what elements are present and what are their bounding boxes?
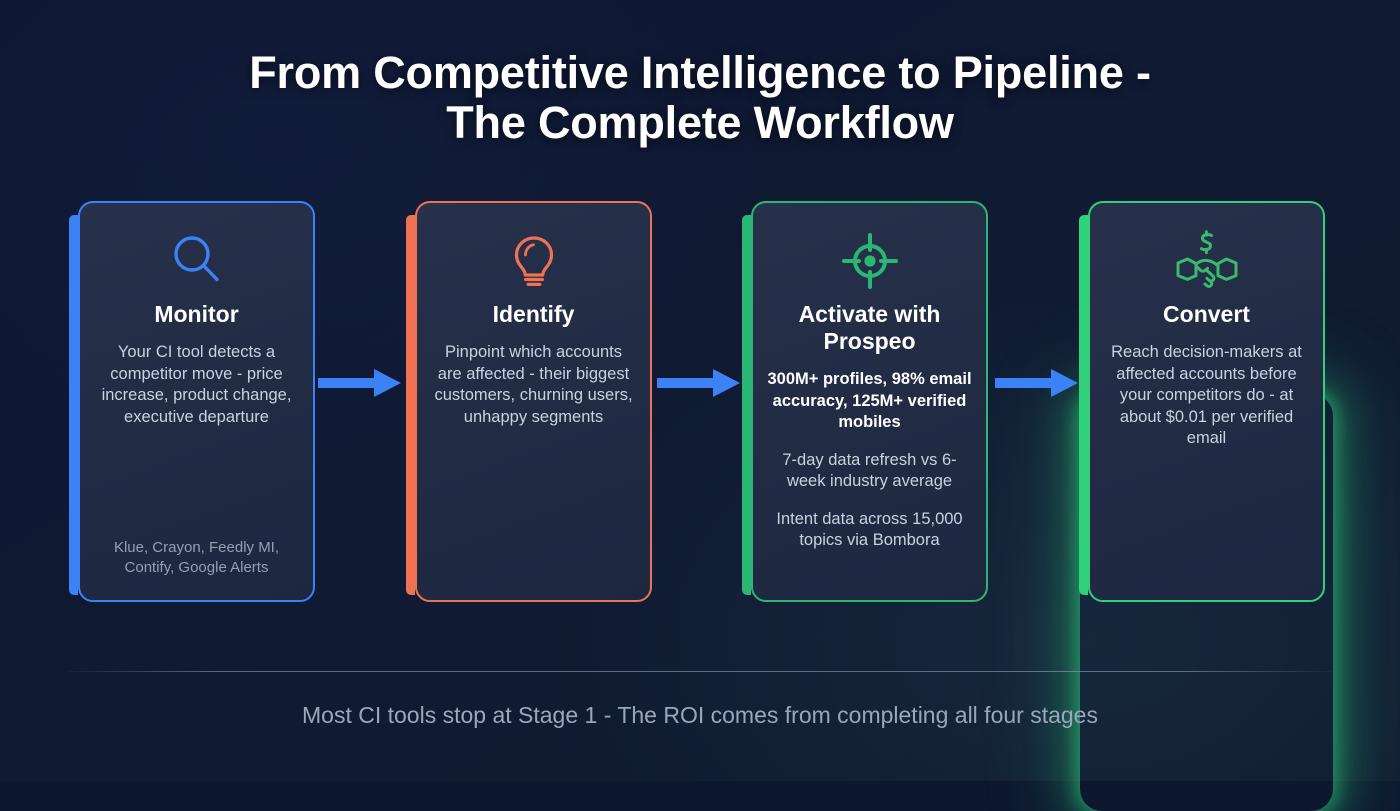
workflow-stages: Monitor Your CI tool detects a competito… [0,201,1400,602]
lightbulb-icon [431,227,636,295]
stage2-title: Identify [492,301,575,327]
stage1-tools-list: Klue, Crayon, Feedly MI, Contify, Google… [113,539,280,576]
target-crosshair-icon [767,227,972,295]
stage2-body: Pinpoint which accounts are affected - t… [434,343,633,426]
page-title: From Competitive Intelligence to Pipelin… [0,48,1400,148]
stage-card-identify[interactable]: Identify Pinpoint which accounts are aff… [406,201,652,602]
stage3-body-highlight: 300M+ profiles, 98% email accuracy, 125M… [767,370,972,431]
stage3-title: Activate with Prospeo [798,301,941,354]
stage1-accent-bar [69,215,78,595]
stage3-accent-bar [742,215,751,595]
stage-card-activate[interactable]: Activate with Prospeo 300M+ profiles, 98… [742,201,988,602]
stage4-body: Reach decision-makers at affected accoun… [1111,343,1302,447]
stage1-title: Monitor [154,301,239,327]
stage4-title: Convert [1163,301,1250,327]
arrow-stage1-to-stage2 [318,369,401,397]
page-title-line2: The Complete Workflow [446,97,954,148]
footnote-text: Most CI tools stop at Stage 1 - The ROI … [302,702,1098,728]
arrow-stage2-to-stage3 [657,369,740,397]
stage4-accent-bar [1079,215,1088,595]
footer-divider [68,671,1332,672]
stage-card-convert[interactable]: Convert Reach decision-makers at affecte… [1079,201,1325,602]
arrow-stage3-to-stage4 [995,369,1078,397]
stage3-body-line2: 7-day data refresh vs 6-week industry av… [782,450,957,491]
infographic-canvas: From Competitive Intelligence to Pipelin… [0,0,1400,781]
page-title-line1: From Competitive Intelligence to Pipelin… [249,47,1151,98]
stage1-body: Your CI tool detects a competitor move -… [101,343,292,426]
stage3-body-line3: Intent data across 15,000 topics via Bom… [776,509,963,550]
handshake-money-icon [1104,227,1309,295]
stage-card-monitor[interactable]: Monitor Your CI tool detects a competito… [69,201,315,602]
stage2-accent-bar [406,215,415,595]
magnifying-glass-icon [94,227,299,295]
